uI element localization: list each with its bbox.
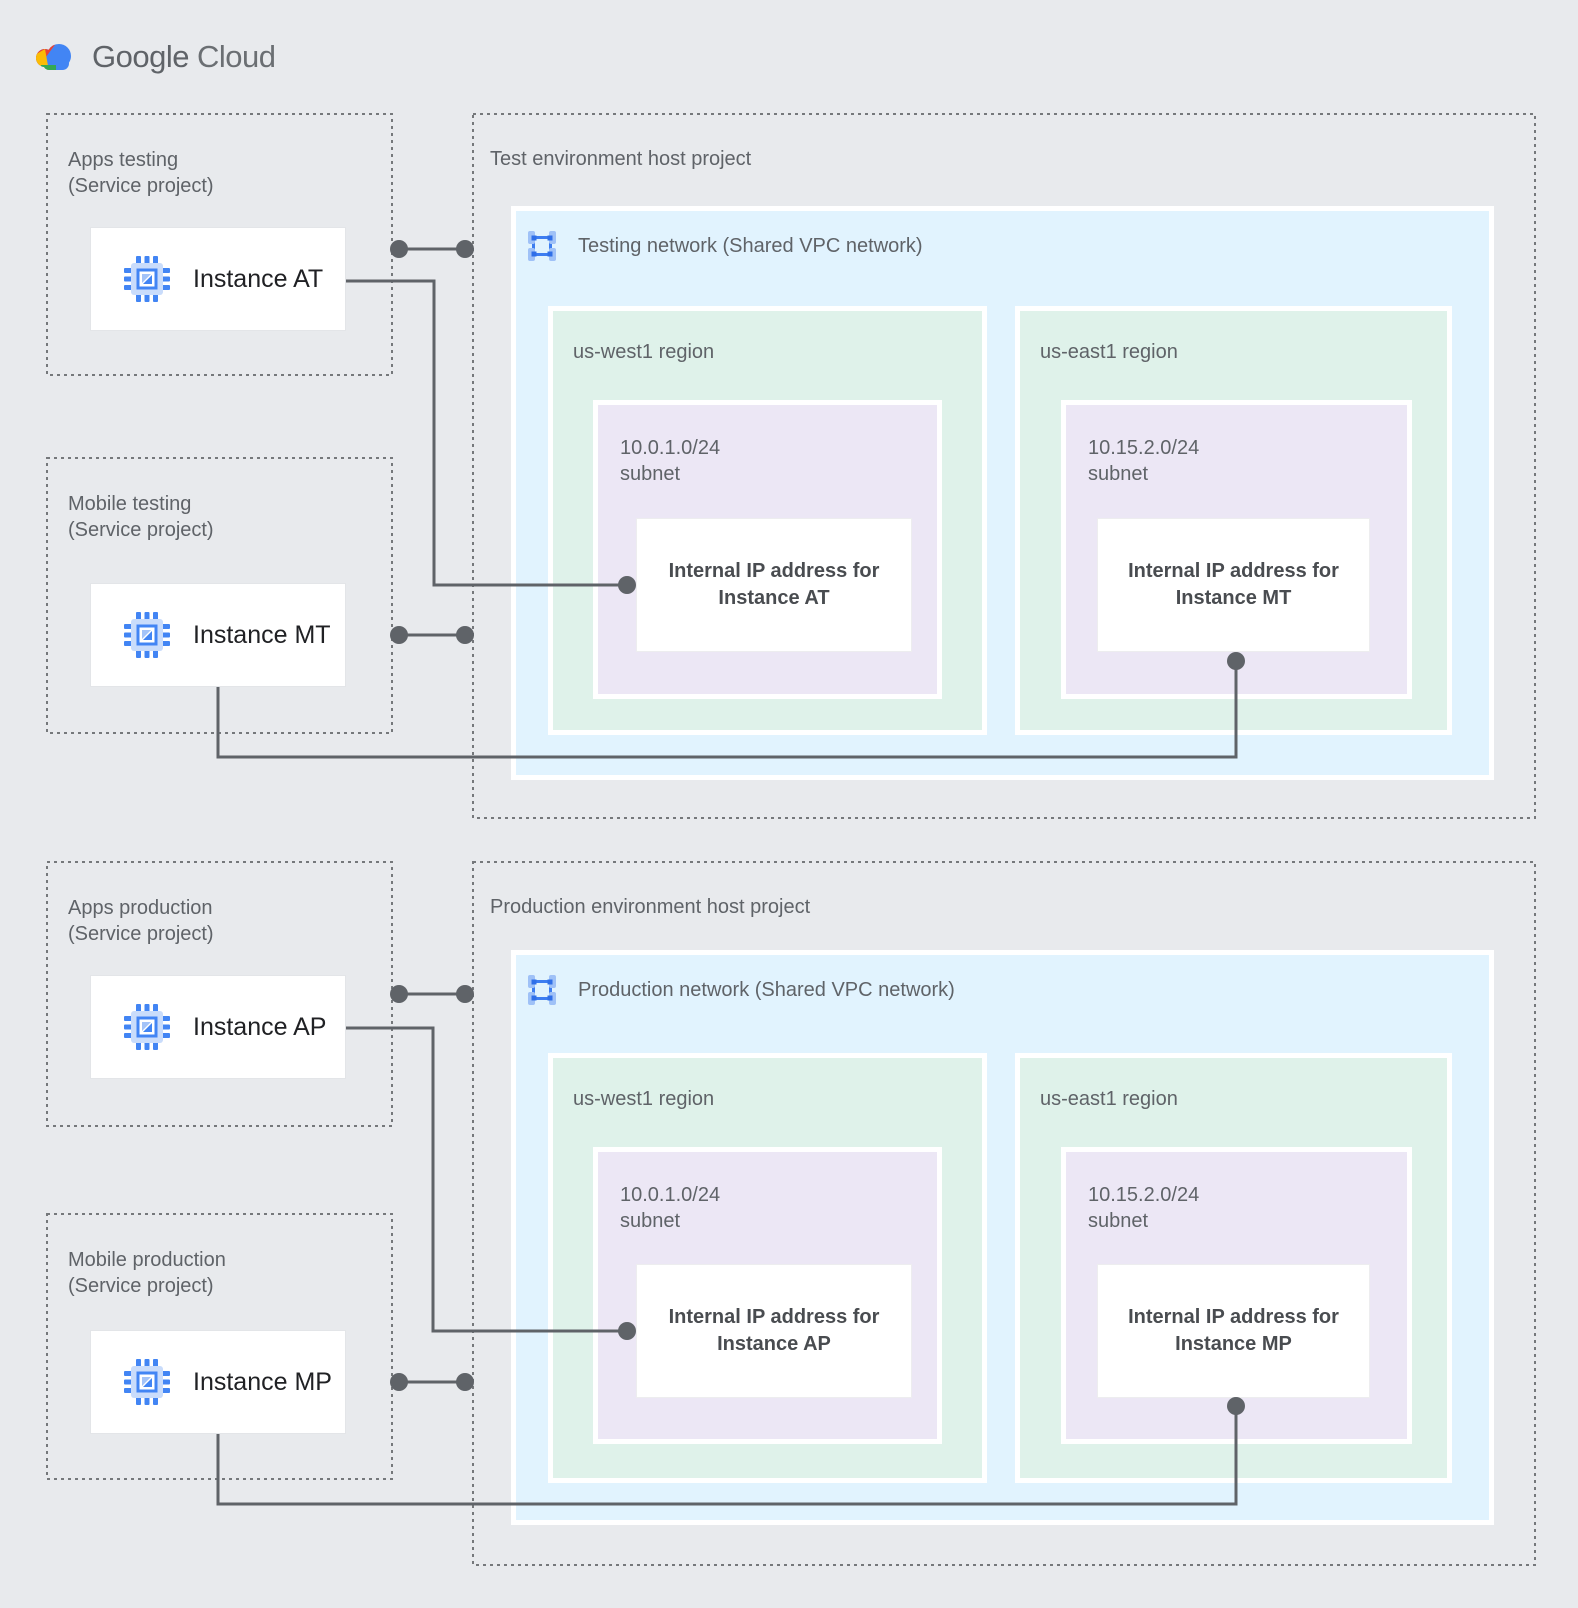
host-project-title-test: Test environment host project	[490, 148, 752, 170]
logo-text-google: Google	[92, 39, 189, 74]
service-project-apps-testing-label: Apps testing (Service project)	[68, 147, 214, 199]
vpc-network-label-testing: Testing network (Shared VPC network)	[578, 235, 923, 257]
internal-ip-card-at: Internal IP address for Instance AT	[636, 518, 912, 652]
project-subtitle: (Service project)	[68, 519, 214, 541]
region-label: us-west1 region	[573, 1088, 715, 1110]
connector-dot	[456, 985, 474, 1003]
connector-dot	[390, 626, 408, 644]
connector-dot	[390, 985, 408, 1003]
subnet-label-west-test: 10.0.1.0/24 subnet	[620, 435, 720, 487]
project-title: Mobile testing	[68, 493, 192, 515]
instance-card-at: Instance AT	[90, 227, 346, 331]
internal-ip-line2: Instance AT	[718, 587, 830, 609]
project-subtitle: (Service project)	[68, 175, 214, 197]
logo-text-cloud: Cloud	[196, 39, 276, 74]
subnet-word: subnet	[1088, 463, 1149, 485]
service-project-apps-production-label: Apps production (Service project)	[68, 895, 214, 947]
google-cloud-icon	[36, 44, 71, 70]
project-title: Apps production	[68, 897, 213, 919]
region-label: us-east1 region	[1040, 1088, 1178, 1110]
vpc-icon	[524, 228, 560, 264]
vpc-icon	[524, 972, 560, 1008]
instance-label: Instance MT	[193, 620, 331, 649]
internal-ip-line1: Internal IP address for	[668, 1306, 880, 1328]
instance-card-mp: Instance MP	[90, 1330, 346, 1434]
internal-ip-line1: Internal IP address for	[668, 560, 880, 582]
internal-ip-line1: Internal IP address for	[1128, 1306, 1339, 1328]
instance-label: Instance AT	[193, 264, 324, 293]
subnet-cidr: 10.0.1.0/24	[620, 1184, 721, 1206]
subnet-label-east-test: 10.15.2.0/24 subnet	[1088, 435, 1199, 487]
subnet-word: subnet	[620, 463, 681, 485]
internal-ip-line1: Internal IP address for	[1128, 560, 1339, 582]
subnet-label-east-production: 10.15.2.0/24 subnet	[1088, 1182, 1199, 1234]
instance-card-mt: Instance MT	[90, 583, 346, 687]
connector-dot	[390, 240, 408, 258]
region-label: us-east1 region	[1040, 341, 1178, 363]
internal-ip-line2: Instance AP	[717, 1333, 831, 1355]
subnet-cidr: 10.15.2.0/24	[1088, 1184, 1200, 1206]
subnet-word: subnet	[1088, 1210, 1149, 1232]
host-project-title-production: Production environment host project	[490, 896, 811, 918]
internal-ip-line2: Instance MT	[1175, 587, 1292, 609]
project-subtitle: (Service project)	[68, 1275, 214, 1297]
internal-ip-card-mt: Internal IP address for Instance MT	[1097, 518, 1370, 652]
connector-dot	[456, 626, 474, 644]
compute-engine-icon	[124, 612, 170, 658]
connector-dot	[456, 1373, 474, 1391]
vpc-network-label-production: Production network (Shared VPC network)	[578, 979, 955, 1001]
project-subtitle: (Service project)	[68, 923, 214, 945]
project-title: Mobile production	[68, 1249, 226, 1271]
subnet-cidr: 10.0.1.0/24	[620, 437, 721, 459]
instance-label: Instance AP	[193, 1012, 327, 1041]
subnet-word: subnet	[620, 1210, 681, 1232]
internal-ip-card-ap: Internal IP address for Instance AP	[636, 1264, 912, 1398]
subnet-cidr: 10.15.2.0/24	[1088, 437, 1200, 459]
service-project-mobile-production-label: Mobile production (Service project)	[68, 1247, 226, 1299]
service-project-mobile-testing-label: Mobile testing (Service project)	[68, 491, 214, 543]
compute-engine-icon	[124, 1359, 170, 1405]
connector-dot	[390, 1373, 408, 1391]
connector-dot	[456, 240, 474, 258]
compute-engine-icon	[124, 256, 170, 302]
region-label: us-west1 region	[573, 341, 715, 363]
internal-ip-card-mp: Internal IP address for Instance MP	[1097, 1264, 1370, 1398]
instance-label: Instance MP	[193, 1367, 332, 1396]
internal-ip-line2: Instance MP	[1175, 1333, 1292, 1355]
instance-card-ap: Instance AP	[90, 975, 346, 1079]
compute-engine-icon	[124, 1004, 170, 1050]
project-title: Apps testing	[68, 149, 179, 171]
subnet-label-west-production: 10.0.1.0/24 subnet	[620, 1182, 720, 1234]
